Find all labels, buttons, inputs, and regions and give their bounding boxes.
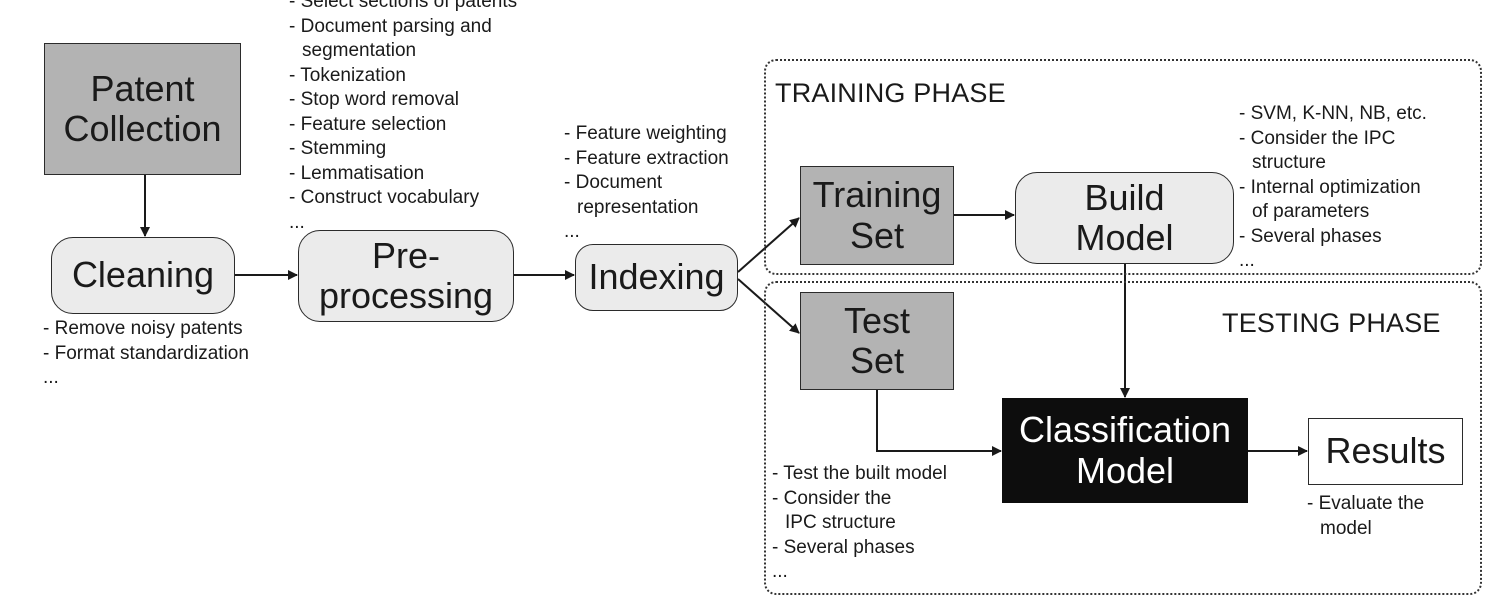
results-notes: - Evaluate the model xyxy=(1307,492,1424,541)
note-line: IPC structure xyxy=(785,512,896,533)
note-line: - Stop word removal xyxy=(289,89,460,110)
note-line: - Test the built model xyxy=(772,463,947,484)
cleaning-node: Cleaning xyxy=(51,237,235,314)
note-line: of parameters xyxy=(1252,201,1370,222)
note-line: - Evaluate the xyxy=(1307,493,1425,514)
testing-phase-region xyxy=(764,281,1482,595)
note-line: - Remove noisy patents xyxy=(43,318,243,339)
note-line: ... xyxy=(43,367,59,388)
node-line: Test xyxy=(843,299,911,341)
note-line: ... xyxy=(289,211,305,233)
note-line: segmentation xyxy=(302,40,417,61)
training-phase-title: TRAINING PHASE xyxy=(775,78,1006,108)
node-line: Build xyxy=(1084,176,1165,218)
note-line: - Document xyxy=(564,172,663,193)
node-line: Model xyxy=(1075,217,1174,258)
note-line: - Document parsing and xyxy=(289,15,492,37)
node-line: Set xyxy=(849,214,905,256)
note-line: - Format standardization xyxy=(43,342,249,364)
note-line: - Stemming xyxy=(289,138,387,159)
results-node: Results xyxy=(1308,418,1463,485)
indexing-node: Indexing xyxy=(575,244,738,311)
training-phase-region xyxy=(764,59,1482,275)
note-line: structure xyxy=(1252,152,1326,173)
note-line: - Consider the xyxy=(772,487,892,509)
note-line: - Internal optimization xyxy=(1239,176,1421,198)
preprocessing-notes: - Select sections of patents - Document … xyxy=(289,0,517,235)
node-line: Classification xyxy=(1018,409,1232,451)
note-line: ... xyxy=(1239,250,1255,271)
note-line: - Feature selection xyxy=(289,113,447,135)
note-line: - Lemmatisation xyxy=(289,162,425,184)
test-set-notes: - Test the built model - Consider the IP… xyxy=(772,462,947,585)
preprocessing-node: Pre-processing xyxy=(298,230,514,322)
arrow-test-set-to-classification xyxy=(876,390,1002,456)
node-line: processing xyxy=(318,275,494,316)
note-line: - Several phases xyxy=(1239,225,1382,247)
node-line: Patent xyxy=(90,67,195,109)
note-line: - Feature extraction xyxy=(564,147,729,169)
node-line: Collection xyxy=(63,108,222,149)
note-line: - Tokenization xyxy=(289,64,406,86)
note-line: - Select sections of patents xyxy=(289,0,518,12)
note-line: - Feature weighting xyxy=(564,123,727,144)
note-line: - Construct vocabulary xyxy=(289,187,480,208)
node-line: Training xyxy=(812,174,942,216)
note-line: ... xyxy=(564,221,580,242)
note-line: - Consider the IPC xyxy=(1239,127,1396,149)
indexing-notes: - Feature weighting - Feature extraction… xyxy=(564,122,729,245)
note-line: model xyxy=(1320,517,1372,539)
testing-phase-title: TESTING PHASE xyxy=(1222,308,1441,338)
note-line: - SVM, K-NN, NB, etc. xyxy=(1239,103,1427,124)
note-line: ... xyxy=(772,561,788,582)
node-line: Results xyxy=(1325,430,1446,472)
node-line: Model xyxy=(1075,449,1175,491)
node-line: Set xyxy=(849,340,905,381)
arrow-indexing-to-test-set xyxy=(737,278,800,334)
build-model-notes: - SVM, K-NN, NB, etc. - Consider the IPC… xyxy=(1239,102,1427,274)
node-line: Pre- xyxy=(371,234,440,276)
note-line: - Several phases xyxy=(772,536,915,558)
note-line: representation xyxy=(577,196,699,218)
arrow-indexing-to-training-set xyxy=(737,217,800,273)
node-line: Cleaning xyxy=(71,254,215,296)
node-line: Indexing xyxy=(588,256,725,298)
cleaning-notes: - Remove noisy patents - Format standard… xyxy=(43,317,249,391)
